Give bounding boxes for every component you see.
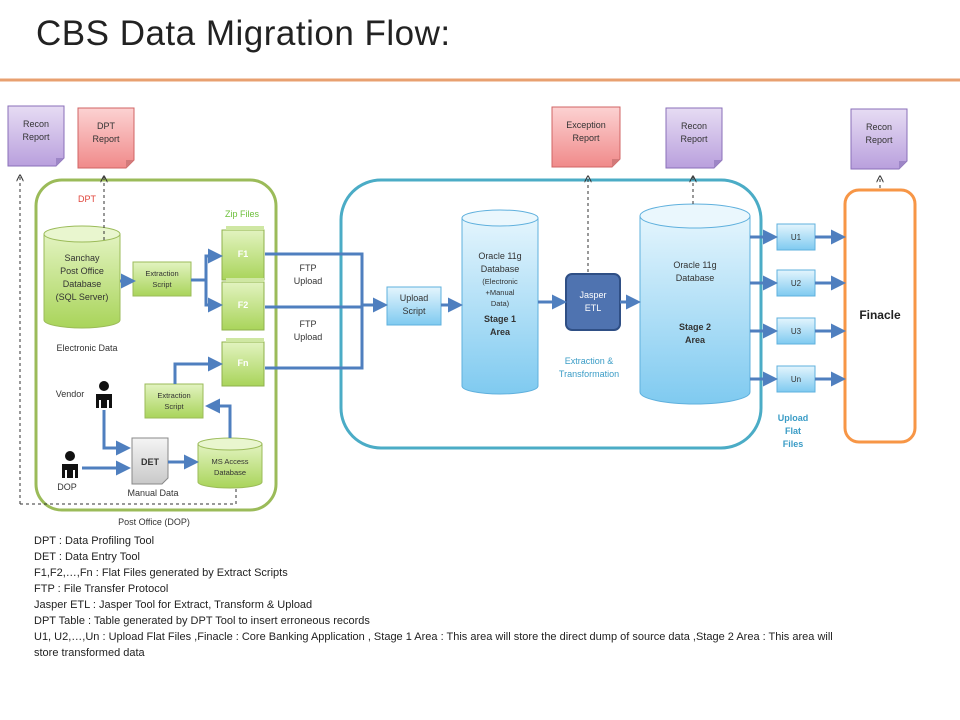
legend-item: DET : Data Entry Tool — [34, 551, 140, 563]
stage1-database[interactable] — [461, 209, 539, 395]
upload-file-u3-label: U3 — [790, 327, 802, 336]
legend-item: F1,F2,…,Fn : Flat Files generated by Ext… — [34, 567, 288, 579]
det-document[interactable] — [131, 437, 169, 485]
legend: DPT : Data Profiling Tool DET : Data Ent… — [34, 533, 834, 661]
dop-label: DOP — [57, 482, 77, 492]
dpt-report[interactable] — [77, 107, 135, 169]
flat-file-f2-label: F2 — [237, 300, 249, 310]
stage2-database-label: Oracle 11g Database Stage 2 Area — [673, 260, 717, 345]
upload-file-u1[interactable] — [776, 223, 816, 251]
flat-file-f1-label: F1 — [237, 249, 249, 259]
upload-file-un[interactable] — [776, 365, 816, 393]
det-label: DET — [141, 457, 159, 467]
upload-file-un-label: Un — [790, 375, 802, 384]
legend-item: DPT : Data Profiling Tool — [34, 535, 155, 547]
stage2-database[interactable] — [639, 203, 751, 405]
sanchay-database[interactable] — [43, 225, 121, 329]
dpt-label: DPT — [78, 194, 96, 204]
finacle-label: Finacle — [859, 308, 901, 322]
migration-container — [339, 178, 763, 450]
report-connectors — [20, 175, 880, 505]
finacle-box — [843, 188, 917, 444]
zip-files-label: Zip Files — [224, 209, 259, 219]
legend-item: DPT Table : Table generated by DPT Tool … — [34, 615, 370, 627]
extraction-script-2[interactable] — [144, 383, 204, 419]
legend-item: Jasper ETL : Jasper Tool for Extract, Tr… — [34, 599, 313, 611]
recon-report-3[interactable] — [850, 108, 908, 170]
flat-file-f2[interactable] — [221, 278, 265, 331]
manual-data-label: Manual Data — [127, 488, 179, 498]
vendor-person-icon — [96, 381, 112, 408]
recon-report-2[interactable] — [665, 107, 723, 169]
flat-file-fn[interactable] — [221, 338, 265, 387]
flat-file-fn-label: Fn — [237, 358, 249, 368]
stage1-database-label: Oracle 11g Database (Electronic +Manual … — [478, 251, 522, 337]
vendor-label: Vendor — [55, 389, 85, 399]
recon-report-1[interactable] — [7, 105, 65, 167]
page-title: CBS Data Migration Flow: — [36, 14, 451, 53]
dop-person-icon — [62, 451, 78, 478]
upload-file-u1-label: U1 — [790, 233, 802, 242]
upload-file-u3[interactable] — [776, 317, 816, 345]
post-office-container — [34, 178, 278, 512]
post-office-caption: Post Office (DOP) — [118, 517, 190, 527]
legend-item: U1, U2,…,Un : Upload Flat Files ,Finacle… — [34, 631, 833, 659]
upload-file-u2[interactable] — [776, 269, 816, 297]
ms-access-database[interactable] — [197, 437, 263, 489]
electronic-data-label: Electronic Data — [56, 343, 118, 353]
extraction-transformation-label: Extraction &Transformation — [558, 356, 620, 379]
upload-file-u2-label: U2 — [790, 279, 802, 288]
exception-report[interactable] — [551, 106, 621, 168]
upload-script[interactable] — [386, 286, 442, 326]
flow-arrows — [82, 229, 846, 476]
legend-item: FTP : File Transfer Protocol — [34, 583, 169, 595]
